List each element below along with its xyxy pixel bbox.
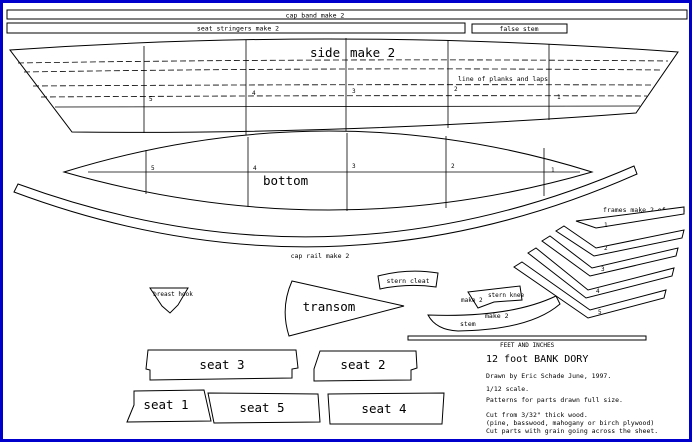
seat-1-label: seat 1 [143,397,188,412]
side-station-number: 4 [252,90,256,97]
seat-3-part [145,349,299,381]
make-2-label: make 2 [485,312,509,320]
stern-knee-label: stern knee [488,292,525,299]
drawn-by: Drawn by Eric Schade June, 1997. [486,372,611,380]
side-station-number: 5 [149,96,153,103]
stern-cleat [377,270,439,290]
transom-label: transom [303,299,356,314]
seat-2-label: seat 2 [340,357,385,372]
frame-part [575,206,685,229]
cut-from-note: Cut from 3/32" thick wood. [486,411,588,419]
stem-label: stem [460,320,476,328]
frame-number: 2 [604,245,608,252]
seat-5-part [207,392,321,424]
stern-cleat-label: stern cleat [386,277,429,285]
make-2-label: make 2 [461,297,483,304]
false-stem-strip [471,23,568,34]
side-plank-line [40,95,648,98]
cap-rail-label: cap rail make 2 [291,252,350,260]
stern-knee [467,285,523,309]
planks-line-label: line of planks and laps [458,75,548,83]
scale-note: 1/12 scale. [486,385,529,393]
drawing-title: 12 foot BANK DORY [486,354,588,365]
side-make-label: make 2 [350,45,395,60]
bottom-station-number: 5 [151,165,155,172]
wood-note: (pine, basswood, mahogany or birch plywo… [486,419,654,427]
frame-part [541,235,679,277]
grain-note: Cut parts with grain going across the sh… [486,427,658,435]
cap-rail [13,165,638,248]
frames-label: frames make 2 of each [603,206,685,214]
side-panel [9,38,679,133]
scale-bar [407,335,647,341]
frame-part [555,225,685,257]
breast-hook [149,287,189,314]
transom [284,280,405,337]
seat-4-label: seat 4 [361,401,406,416]
side-plank-line [54,105,641,108]
seat-3-label: seat 3 [199,357,244,372]
seat-2-part [313,350,418,382]
seat-4-part [327,392,445,425]
side-plank-line [32,84,653,87]
scale-bar-label: FEET AND INCHES [500,342,555,349]
side-title: side [310,45,340,60]
frame-part [527,247,675,299]
frame-part [513,261,667,319]
frame-number: 4 [596,288,600,295]
seat-stringers-strip [6,22,466,34]
bottom-station-number: 2 [451,163,455,170]
bottom-station-number: 4 [253,165,257,172]
side-station-number: 2 [454,86,458,93]
patterns-note: Patterns for parts drawn full size. [486,396,623,404]
cap-band-strip [6,9,688,20]
cap-band-label: cap band make 2 [286,12,345,20]
side-plank-line [17,59,669,64]
bottom-panel [62,130,594,211]
seat-stringers-label: seat stringers make 2 [197,25,279,33]
seat-5-label: seat 5 [239,400,284,415]
bottom-station-number: 3 [352,163,356,170]
bottom-title: bottom [263,173,308,188]
frame-number: 1 [604,222,608,229]
side-plank-line [23,68,663,73]
false-stem-label: false stem [499,25,538,33]
breast-hook-label: breast hook [153,291,193,298]
bottom-station-number: 1 [551,167,555,174]
side-station-number: 1 [557,94,561,101]
frame-number: 3 [601,266,605,273]
stem [427,295,561,332]
side-station-number: 3 [352,88,356,95]
frame-number: 5 [598,309,602,316]
seat-1-part [126,389,212,423]
